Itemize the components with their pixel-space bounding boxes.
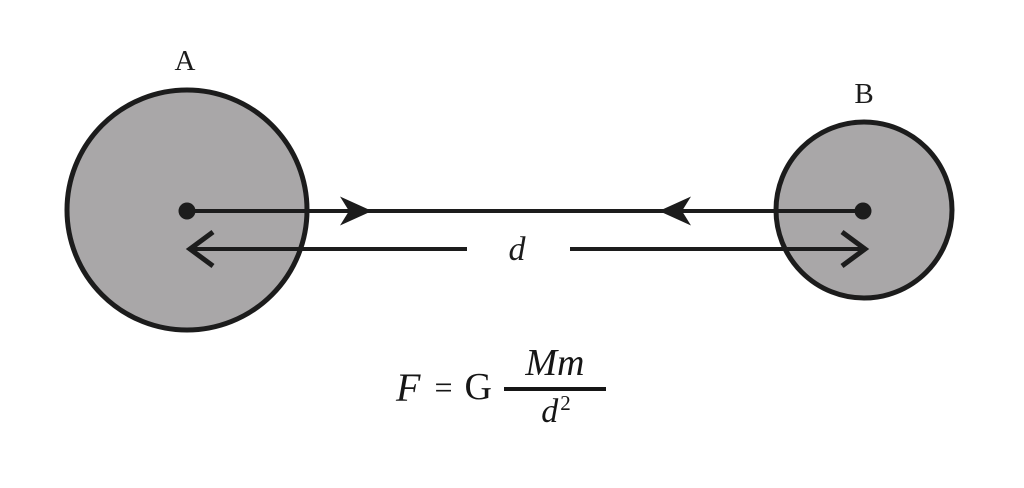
distance-label: d bbox=[509, 231, 527, 268]
fraction-bar bbox=[503, 386, 606, 391]
distance-arrowhead-right-icon bbox=[840, 229, 870, 269]
formula-denominator: d2 bbox=[541, 390, 571, 430]
sphere-b-label: B bbox=[854, 78, 873, 110]
center-dot-a bbox=[178, 202, 196, 220]
force-arrowhead-left-icon bbox=[659, 196, 691, 226]
distance-arrowhead-left-icon bbox=[185, 229, 215, 269]
gravitation-formula: F = G Mm d2 bbox=[396, 334, 606, 440]
formula-gravitational-constant: G bbox=[464, 366, 492, 408]
formula-equals-sign: = bbox=[434, 368, 453, 405]
sphere-a-label: A bbox=[175, 45, 196, 77]
formula-force-symbol: F bbox=[396, 364, 421, 410]
center-dot-b bbox=[854, 202, 872, 220]
formula-denominator-base: d bbox=[541, 392, 559, 430]
force-arrowhead-right-icon bbox=[340, 196, 372, 226]
formula-fraction: Mm d2 bbox=[503, 341, 606, 430]
formula-denominator-exponent: 2 bbox=[560, 390, 571, 415]
formula-numerator: Mm bbox=[525, 341, 585, 384]
